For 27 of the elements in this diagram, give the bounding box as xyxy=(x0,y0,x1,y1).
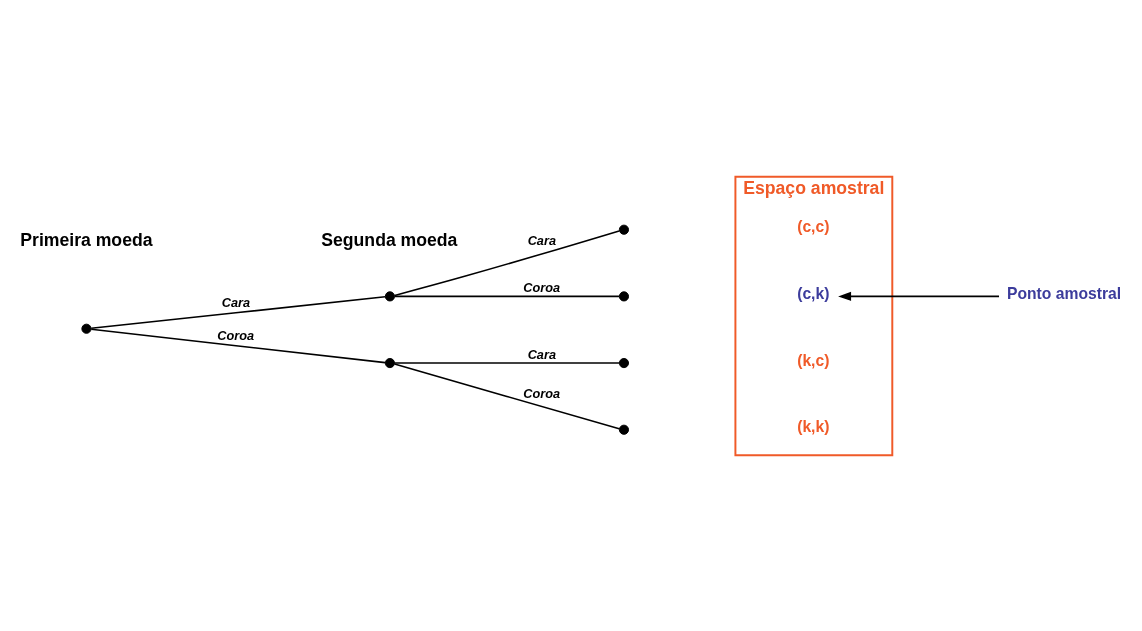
node-circle xyxy=(81,323,92,334)
node-circle xyxy=(618,290,630,301)
edge-label: Cara xyxy=(527,232,557,248)
node-circle xyxy=(384,290,395,301)
label: Primeira moeda xyxy=(20,229,153,250)
node-circle xyxy=(384,357,395,368)
edge-label: Coroa xyxy=(523,279,561,295)
connector xyxy=(393,229,620,296)
connector xyxy=(393,362,620,429)
label: Segunda moeda xyxy=(321,229,458,250)
connector xyxy=(90,327,386,363)
edge-label: Cara xyxy=(221,294,251,310)
arrow xyxy=(838,291,1000,301)
connector xyxy=(393,295,620,297)
connector xyxy=(90,295,386,329)
edge-label: Coroa xyxy=(523,385,561,401)
node-circle xyxy=(618,224,630,235)
connector xyxy=(393,361,620,364)
node-text: Ponto amostral xyxy=(1007,284,1122,302)
edge-label: Coroa xyxy=(217,327,255,343)
node-circle xyxy=(618,357,630,368)
node-circle xyxy=(618,424,630,435)
node-text: (k,c) xyxy=(797,351,830,369)
edge-label: Cara xyxy=(527,346,557,362)
node-text: (c,k) xyxy=(797,284,830,302)
node-text: (c,c) xyxy=(797,217,830,235)
node-text: (k,k) xyxy=(797,417,830,435)
